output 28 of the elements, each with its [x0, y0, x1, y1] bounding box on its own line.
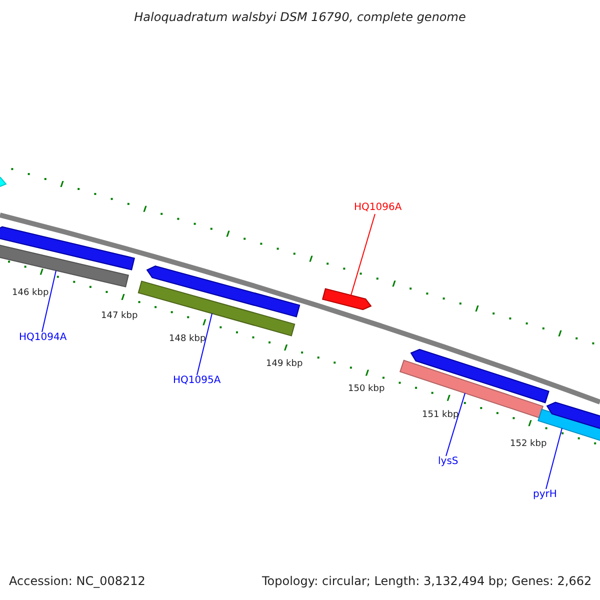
gene-feature-bar: [0, 244, 129, 288]
leader-line: [546, 428, 562, 490]
scale-label: 152 kbp: [510, 438, 547, 450]
gene-feature-bar: [399, 360, 544, 418]
scale-label: 149 kbp: [266, 358, 303, 370]
leader-line: [196, 313, 212, 376]
gene-feature-bar: [546, 402, 600, 430]
gene-feature-bar: [146, 265, 300, 318]
scale-label: 150 kbp: [348, 383, 385, 395]
genome-info-text: Topology: circular; Length: 3,132,494 bp; Genes: 2,662: [262, 575, 592, 587]
gene-label: HQ1095A: [173, 375, 221, 387]
leader-line: [350, 214, 376, 296]
gene-feature-bar: [0, 226, 135, 270]
diagram-title: Haloquadratum walsbyi DSM 16790, complete genome: [133, 11, 467, 23]
leader-line: [42, 270, 56, 332]
gene-label: lysS: [438, 456, 458, 468]
accession-text: Accession: NC_008212: [9, 575, 146, 587]
gene-feature-bar: [0, 174, 7, 188]
scale-label: 148 kbp: [169, 333, 206, 345]
gene-label: HQ1094A: [19, 332, 67, 344]
gene-feature-bar: [410, 348, 550, 404]
scale-label: 146 kbp: [12, 287, 49, 299]
scale-label: 151 kbp: [422, 409, 459, 421]
gene-label: pyrH: [533, 489, 557, 501]
leader-line: [446, 392, 466, 456]
gene-feature-bar: [322, 288, 372, 310]
gene-label: HQ1096A: [354, 202, 402, 214]
scale-label: 147 kbp: [101, 310, 138, 322]
